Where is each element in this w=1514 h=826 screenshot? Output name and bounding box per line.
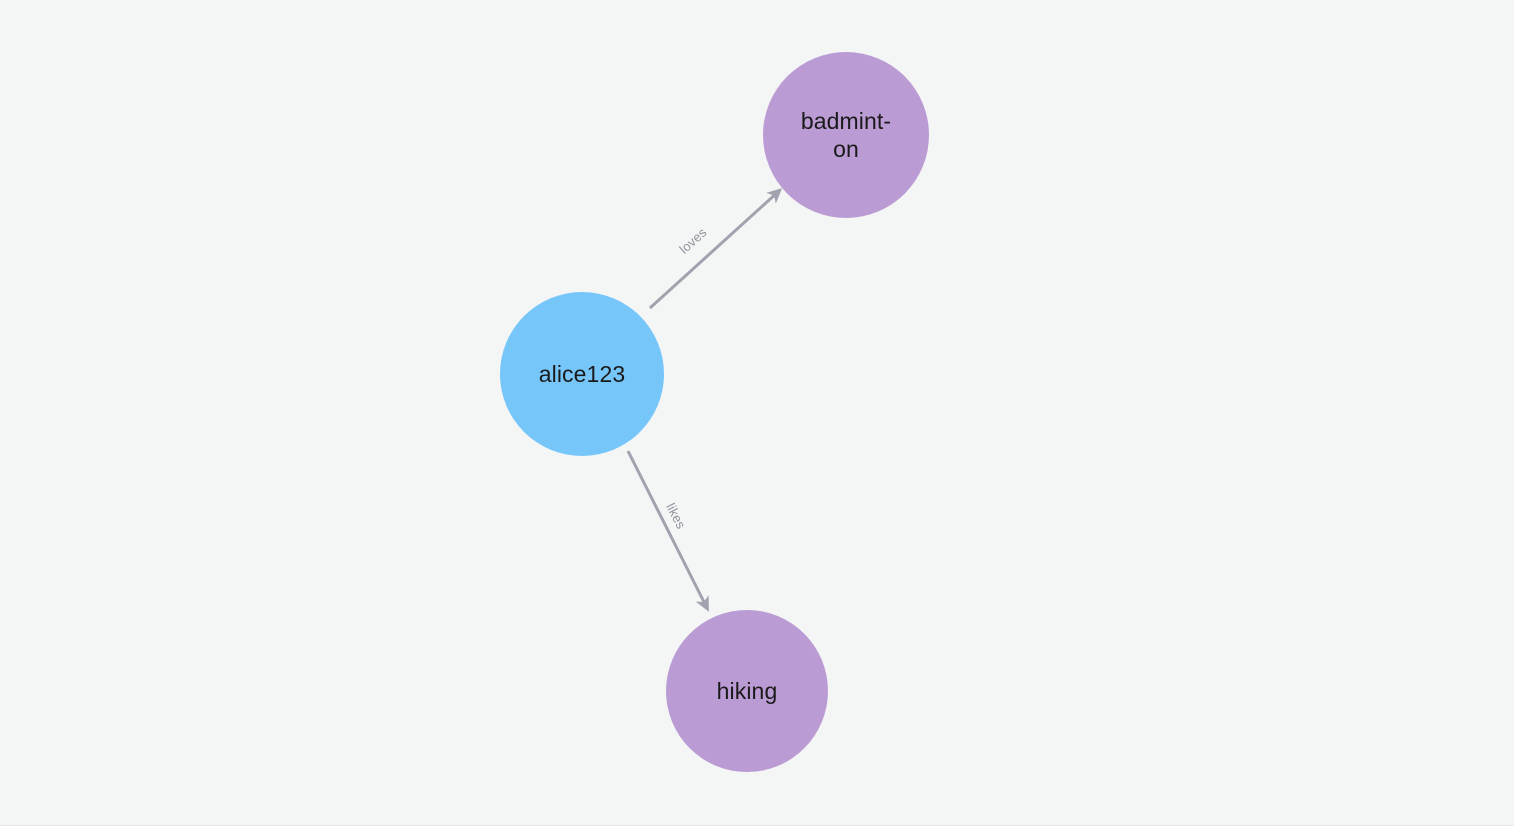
node-badminton-label: badmint- on bbox=[800, 108, 892, 162]
edge-likes-line bbox=[626, 450, 709, 612]
node-hiking[interactable]: hiking bbox=[666, 610, 828, 772]
node-hiking-label: hiking bbox=[716, 678, 778, 704]
edge-loves[interactable]: loves bbox=[648, 188, 783, 310]
edge-likes[interactable]: likes bbox=[626, 450, 709, 612]
edge-loves-label: loves bbox=[676, 224, 710, 256]
edge-loves-line bbox=[648, 188, 783, 310]
node-alice123[interactable]: alice123 bbox=[500, 292, 664, 456]
node-alice123-label: alice123 bbox=[538, 361, 626, 387]
node-badminton[interactable]: badmint- on bbox=[763, 52, 929, 218]
